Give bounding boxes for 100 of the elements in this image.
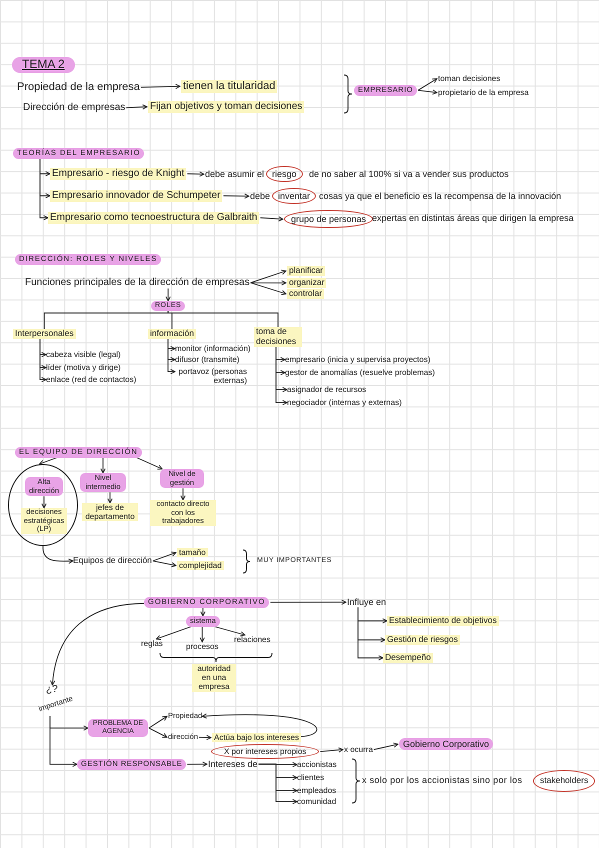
note-text: gestor de anomalías (resuelve problemas) — [285, 368, 435, 378]
arrow — [126, 104, 148, 110]
note-text: difusor (transmite) — [175, 355, 240, 364]
arrow — [186, 171, 204, 177]
highlighted-text: Desempeño — [383, 653, 433, 663]
arrow — [166, 288, 171, 302]
note-text: debe — [250, 191, 270, 202]
note-text: accionistas — [297, 760, 337, 770]
highlighted-text: complejidad — [177, 561, 224, 570]
arrow — [258, 764, 298, 804]
highlighted-text: tienen la titularidad — [181, 80, 278, 93]
highlighted-text: jefes de departamento — [82, 503, 138, 522]
connector-line — [44, 310, 169, 330]
note-text: relaciones — [234, 635, 270, 644]
arrow — [202, 714, 318, 738]
note-text: comunidad — [297, 797, 336, 806]
arrow — [250, 280, 286, 286]
arrow — [100, 457, 106, 474]
note-text: reglas — [141, 639, 163, 648]
title-tag: TEMA 2 — [12, 57, 75, 73]
highlighted-text: autoridad en una empresa — [192, 664, 236, 692]
highlighted-text: Empresario innovador de Schumpeter — [50, 190, 222, 202]
highlighted-text: Empresario como tecnoestructura de Galbraith — [48, 212, 260, 224]
note-text: propietario de la empresa — [438, 88, 529, 98]
circled-text: riesgo — [266, 166, 303, 182]
note-text: Influye en — [347, 597, 386, 608]
note-text: de no saber al 100% si va a vender sus productos — [309, 169, 509, 180]
circled-text: X por intereses propios — [211, 744, 320, 760]
note-text: debe asumir el — [205, 169, 264, 180]
arrow — [200, 626, 205, 642]
note-text: Dirección de empresas — [23, 102, 126, 114]
note-text: clientes — [297, 773, 324, 782]
arrow — [156, 626, 192, 640]
note-text: Intereses de — [208, 759, 258, 770]
arrow — [180, 488, 186, 500]
circled-text: grupo de personas — [284, 210, 374, 228]
highlighted-text: tamaño — [177, 548, 208, 558]
arrow — [152, 552, 176, 562]
arrow — [50, 716, 78, 767]
note-text: negociador (internas y externas) — [287, 398, 402, 408]
highlighted-text: toma de decisiones — [254, 327, 302, 347]
arrow — [418, 78, 438, 91]
arrow — [41, 496, 47, 508]
arrow — [276, 346, 288, 406]
note-text: Equipos de dirección — [73, 556, 152, 566]
arrow — [270, 600, 346, 605]
highlighted-text: controlar — [287, 289, 324, 299]
arrow — [39, 457, 58, 465]
note-text: expertas en distintas áreas que dirigen la empresa — [372, 213, 574, 224]
arrow — [50, 602, 144, 686]
note-text: monitor (información) — [175, 344, 251, 354]
arrow — [152, 560, 176, 568]
highlighted-text: Establecimiento de objetivos — [387, 616, 499, 626]
highlighted-text: Fijan objetivos y toman decisiones — [148, 101, 304, 112]
arrow — [42, 546, 74, 564]
arrow — [373, 742, 398, 750]
arrow — [260, 216, 284, 222]
arrow — [198, 734, 212, 740]
arrow — [320, 747, 344, 753]
circled-text: stakeholders — [533, 770, 596, 792]
note-text: portavoz (personas externas) — [175, 367, 247, 386]
highlighted-text: Actúa bajo los intereses — [212, 733, 301, 742]
arrow — [358, 606, 384, 660]
note-text: procesos — [186, 642, 218, 652]
arrow — [214, 626, 246, 636]
arrow — [186, 762, 208, 767]
note-text: x ocurra — [344, 745, 373, 754]
arrow — [250, 282, 286, 296]
note-text: enlace (red de contactos) — [46, 375, 136, 384]
circled-text: inventar — [272, 188, 316, 204]
arrow — [148, 728, 168, 738]
highlighted-text: planificar — [287, 266, 326, 276]
ellipse-outline — [8, 464, 78, 546]
arrow — [40, 158, 48, 220]
connector-line — [168, 310, 278, 328]
note-text: empresario (inicia y supervisa proyectos) — [285, 355, 430, 364]
highlighted-text: organizar — [287, 278, 326, 288]
note-text: ¿? — [46, 685, 58, 695]
note-text: empleados — [297, 786, 336, 796]
arrow — [200, 607, 206, 616]
note-text: líder (motiva y dirige) — [46, 363, 121, 372]
arrow — [148, 716, 168, 728]
highlighted-text: Empresario - riesgo de Knight — [50, 168, 186, 180]
arrow — [223, 194, 250, 199]
arrow — [136, 457, 163, 470]
arrow — [168, 338, 176, 374]
note-text: asignador de recursos — [287, 385, 366, 394]
arrow — [107, 492, 113, 504]
arrow — [250, 270, 286, 284]
highlighted-text: Gestión de riesgos — [385, 635, 460, 645]
note-text: cosas ya que el beneficio es la recompensa de la innovación — [319, 191, 562, 202]
note-text: toman decisiones — [438, 74, 500, 84]
highlighted-text: Interpersonales — [13, 329, 76, 339]
note-text: Funciones principales de la dirección de empresas — [25, 277, 250, 288]
arrow — [418, 90, 438, 95]
note-text: cabeza visible (legal) — [46, 350, 121, 360]
note-text: x solo por los accionistas sino por los — [362, 775, 522, 786]
heading-tag: Gobierno Corporativo — [399, 738, 494, 750]
highlighted-text: información — [148, 329, 196, 339]
note-text: Propiedad de la empresa — [17, 81, 140, 94]
